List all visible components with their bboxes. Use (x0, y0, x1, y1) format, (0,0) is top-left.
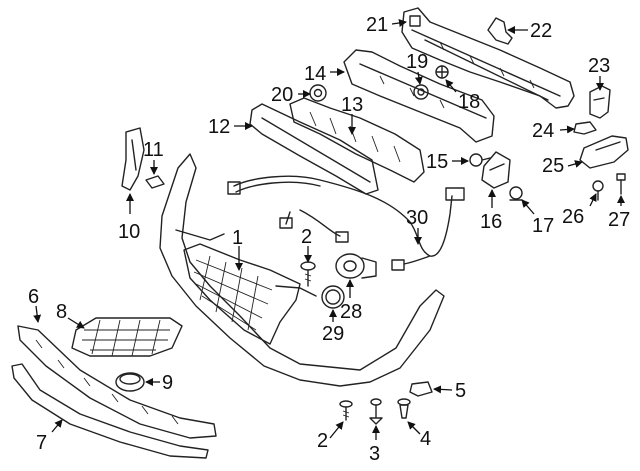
callout-30: 30 (406, 207, 428, 229)
callout-11: 11 (143, 139, 164, 161)
callout-16: 16 (480, 211, 502, 233)
sensor-ring-29 (321, 285, 345, 309)
callout-1: 1 (232, 227, 243, 249)
callout-9: 9 (162, 372, 173, 394)
callout-12: 12 (208, 116, 230, 138)
callout-23: 23 (588, 55, 610, 77)
right-bracket-25 (579, 135, 629, 169)
clip-11 (145, 175, 165, 189)
callout-6: 6 (28, 286, 39, 308)
clip-17 (509, 186, 523, 201)
callout-13: 13 (341, 94, 363, 116)
lower-spoiler-6 (17, 325, 217, 439)
callout-labels: 1 2 2 3 4 5 6 7 8 9 10 11 12 (28, 14, 630, 465)
callout-24: 24 (532, 120, 554, 142)
callout-5: 5 (455, 380, 466, 402)
left-bracket-10 (121, 127, 145, 191)
upper-support-bar-14 (343, 49, 495, 143)
bolt-15 (469, 153, 491, 167)
callout-25: 25 (542, 155, 564, 177)
grille-insert-8 (71, 317, 183, 357)
small-bracket-22 (487, 17, 513, 45)
callout-3: 3 (369, 443, 380, 465)
callout-28-label: 28 (340, 301, 362, 323)
side-bracket-23 (589, 85, 611, 119)
screw-27 (616, 173, 626, 195)
callout-17: 17 (532, 215, 554, 237)
callout-2-upper: 2 (301, 226, 312, 248)
callout-7: 7 (36, 432, 47, 454)
nut-19 (413, 84, 429, 100)
clip-24 (573, 121, 597, 135)
callout-18: 18 (458, 91, 480, 113)
screw-2-upper (300, 261, 316, 287)
bumper-cover-1 (159, 153, 445, 387)
callout-10: 10 (118, 221, 140, 243)
nut-5 (409, 381, 433, 397)
callout-20: 20 (271, 84, 293, 106)
lower-trim-7 (11, 363, 209, 459)
bracket-16 (481, 151, 511, 189)
callout-19: 19 (406, 51, 428, 73)
callout-4: 4 (420, 428, 431, 450)
screw-3 (369, 398, 383, 425)
callout-14: 14 (304, 63, 326, 85)
parts-drawing (11, 7, 629, 459)
upper-reinforcement-bracket (401, 7, 575, 109)
wiring-harness-30 (227, 175, 465, 271)
parking-sensor-28 (335, 253, 377, 279)
callout-21: 21 (366, 14, 388, 36)
callout-29: 29 (322, 323, 344, 345)
callout-27: 27 (608, 209, 630, 231)
screw-26 (592, 180, 604, 201)
bolt-18 (435, 65, 449, 79)
impact-bar-12 (249, 103, 379, 195)
callout-22: 22 (530, 20, 552, 42)
grommet-20 (309, 84, 327, 102)
screw-2-lower (339, 400, 353, 421)
callout-26: 26 (562, 206, 584, 228)
callout-8: 8 (56, 301, 67, 323)
clip-4 (397, 398, 411, 419)
callout-15: 15 (426, 151, 448, 173)
callout-2-lower: 2 (317, 430, 328, 452)
fog-cover-9 (115, 372, 145, 392)
